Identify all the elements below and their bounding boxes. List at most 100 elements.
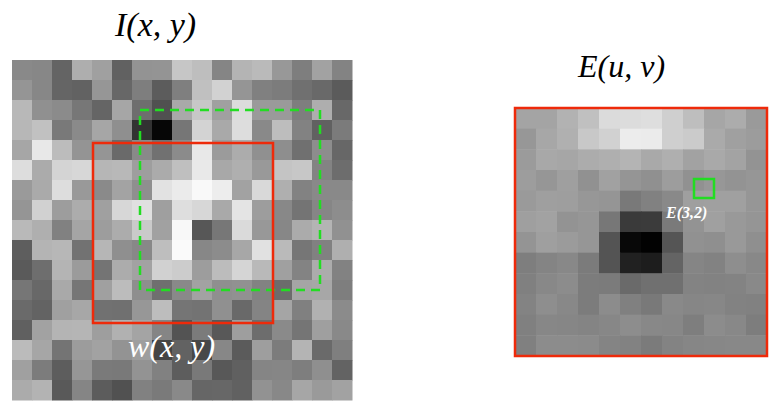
pixel	[272, 300, 293, 321]
pixel	[132, 80, 153, 101]
pixel	[12, 120, 33, 141]
pixel	[272, 140, 293, 161]
pixel	[32, 180, 53, 201]
pixel	[72, 300, 93, 321]
pixel	[32, 120, 53, 141]
pixel	[704, 273, 726, 294]
pixel	[332, 340, 353, 361]
pixel	[332, 100, 353, 121]
pixel	[662, 108, 684, 129]
pixel	[212, 340, 233, 361]
pixel	[683, 232, 705, 253]
pixel	[132, 120, 153, 141]
pixel	[704, 315, 726, 336]
pixel	[515, 273, 537, 294]
pixel	[132, 300, 153, 321]
pixel	[72, 380, 93, 401]
pixel	[172, 240, 193, 261]
pixel	[212, 220, 233, 241]
pixel	[515, 170, 537, 191]
pixel	[332, 180, 353, 201]
pixel	[292, 240, 313, 261]
pixel	[578, 129, 600, 150]
pixel	[112, 120, 133, 141]
pixel	[192, 260, 213, 281]
pixel	[92, 120, 113, 141]
pixel	[620, 315, 642, 336]
pixel	[536, 211, 558, 232]
pixel	[72, 200, 93, 221]
pixel	[332, 160, 353, 181]
pixel	[620, 335, 642, 356]
pixel	[578, 170, 600, 191]
pixel	[152, 220, 173, 241]
pixel	[557, 273, 579, 294]
pixel	[536, 108, 558, 129]
pixel	[746, 211, 768, 232]
pixel	[72, 340, 93, 361]
pixel	[578, 253, 600, 274]
pixel	[232, 160, 253, 181]
pixel	[641, 211, 663, 232]
pixel	[292, 60, 313, 81]
pixel	[292, 140, 313, 161]
pixel	[252, 60, 273, 81]
pixel	[683, 273, 705, 294]
pixel	[12, 100, 33, 121]
pixel	[292, 260, 313, 281]
pixel	[52, 220, 73, 241]
pixel	[557, 191, 579, 212]
pixel	[536, 129, 558, 150]
pixel	[578, 108, 600, 129]
pixel	[683, 108, 705, 129]
pixel	[72, 320, 93, 341]
pixel	[32, 300, 53, 321]
pixel	[312, 160, 333, 181]
pixel	[536, 315, 558, 336]
pixel	[662, 294, 684, 315]
pixel	[132, 360, 153, 381]
pixel	[620, 149, 642, 170]
pixel	[312, 340, 333, 361]
pixel	[212, 80, 233, 101]
pixel	[725, 211, 747, 232]
pixel	[683, 129, 705, 150]
pixel	[599, 211, 621, 232]
pixel	[112, 80, 133, 101]
pixel	[72, 120, 93, 141]
pixel	[12, 260, 33, 281]
pixel	[212, 120, 233, 141]
pixel	[232, 260, 253, 281]
marked-cell	[694, 179, 714, 198]
pixel	[312, 300, 333, 321]
pixel	[557, 170, 579, 191]
pixel	[536, 273, 558, 294]
pixel	[683, 149, 705, 170]
pixel	[515, 232, 537, 253]
pixel	[32, 380, 53, 401]
pixel	[152, 80, 173, 101]
pixel	[112, 360, 133, 381]
pixel	[172, 300, 193, 321]
surface-title: E(u, v)	[578, 50, 665, 82]
pixel	[252, 380, 273, 401]
surface-frame	[515, 108, 767, 356]
pixel	[112, 160, 133, 181]
pixel	[152, 120, 173, 141]
pixel	[92, 360, 113, 381]
pixel	[52, 340, 73, 361]
pixel	[272, 80, 293, 101]
pixel	[746, 232, 768, 253]
pixel	[272, 120, 293, 141]
pixel	[272, 220, 293, 241]
pixel	[252, 160, 273, 181]
pixel	[725, 253, 747, 274]
pixel	[620, 253, 642, 274]
pixel	[212, 360, 233, 381]
pixel	[52, 100, 73, 121]
pixel	[599, 232, 621, 253]
pixel	[52, 140, 73, 161]
pixel	[515, 211, 537, 232]
pixel	[683, 335, 705, 356]
pixel	[32, 60, 53, 81]
